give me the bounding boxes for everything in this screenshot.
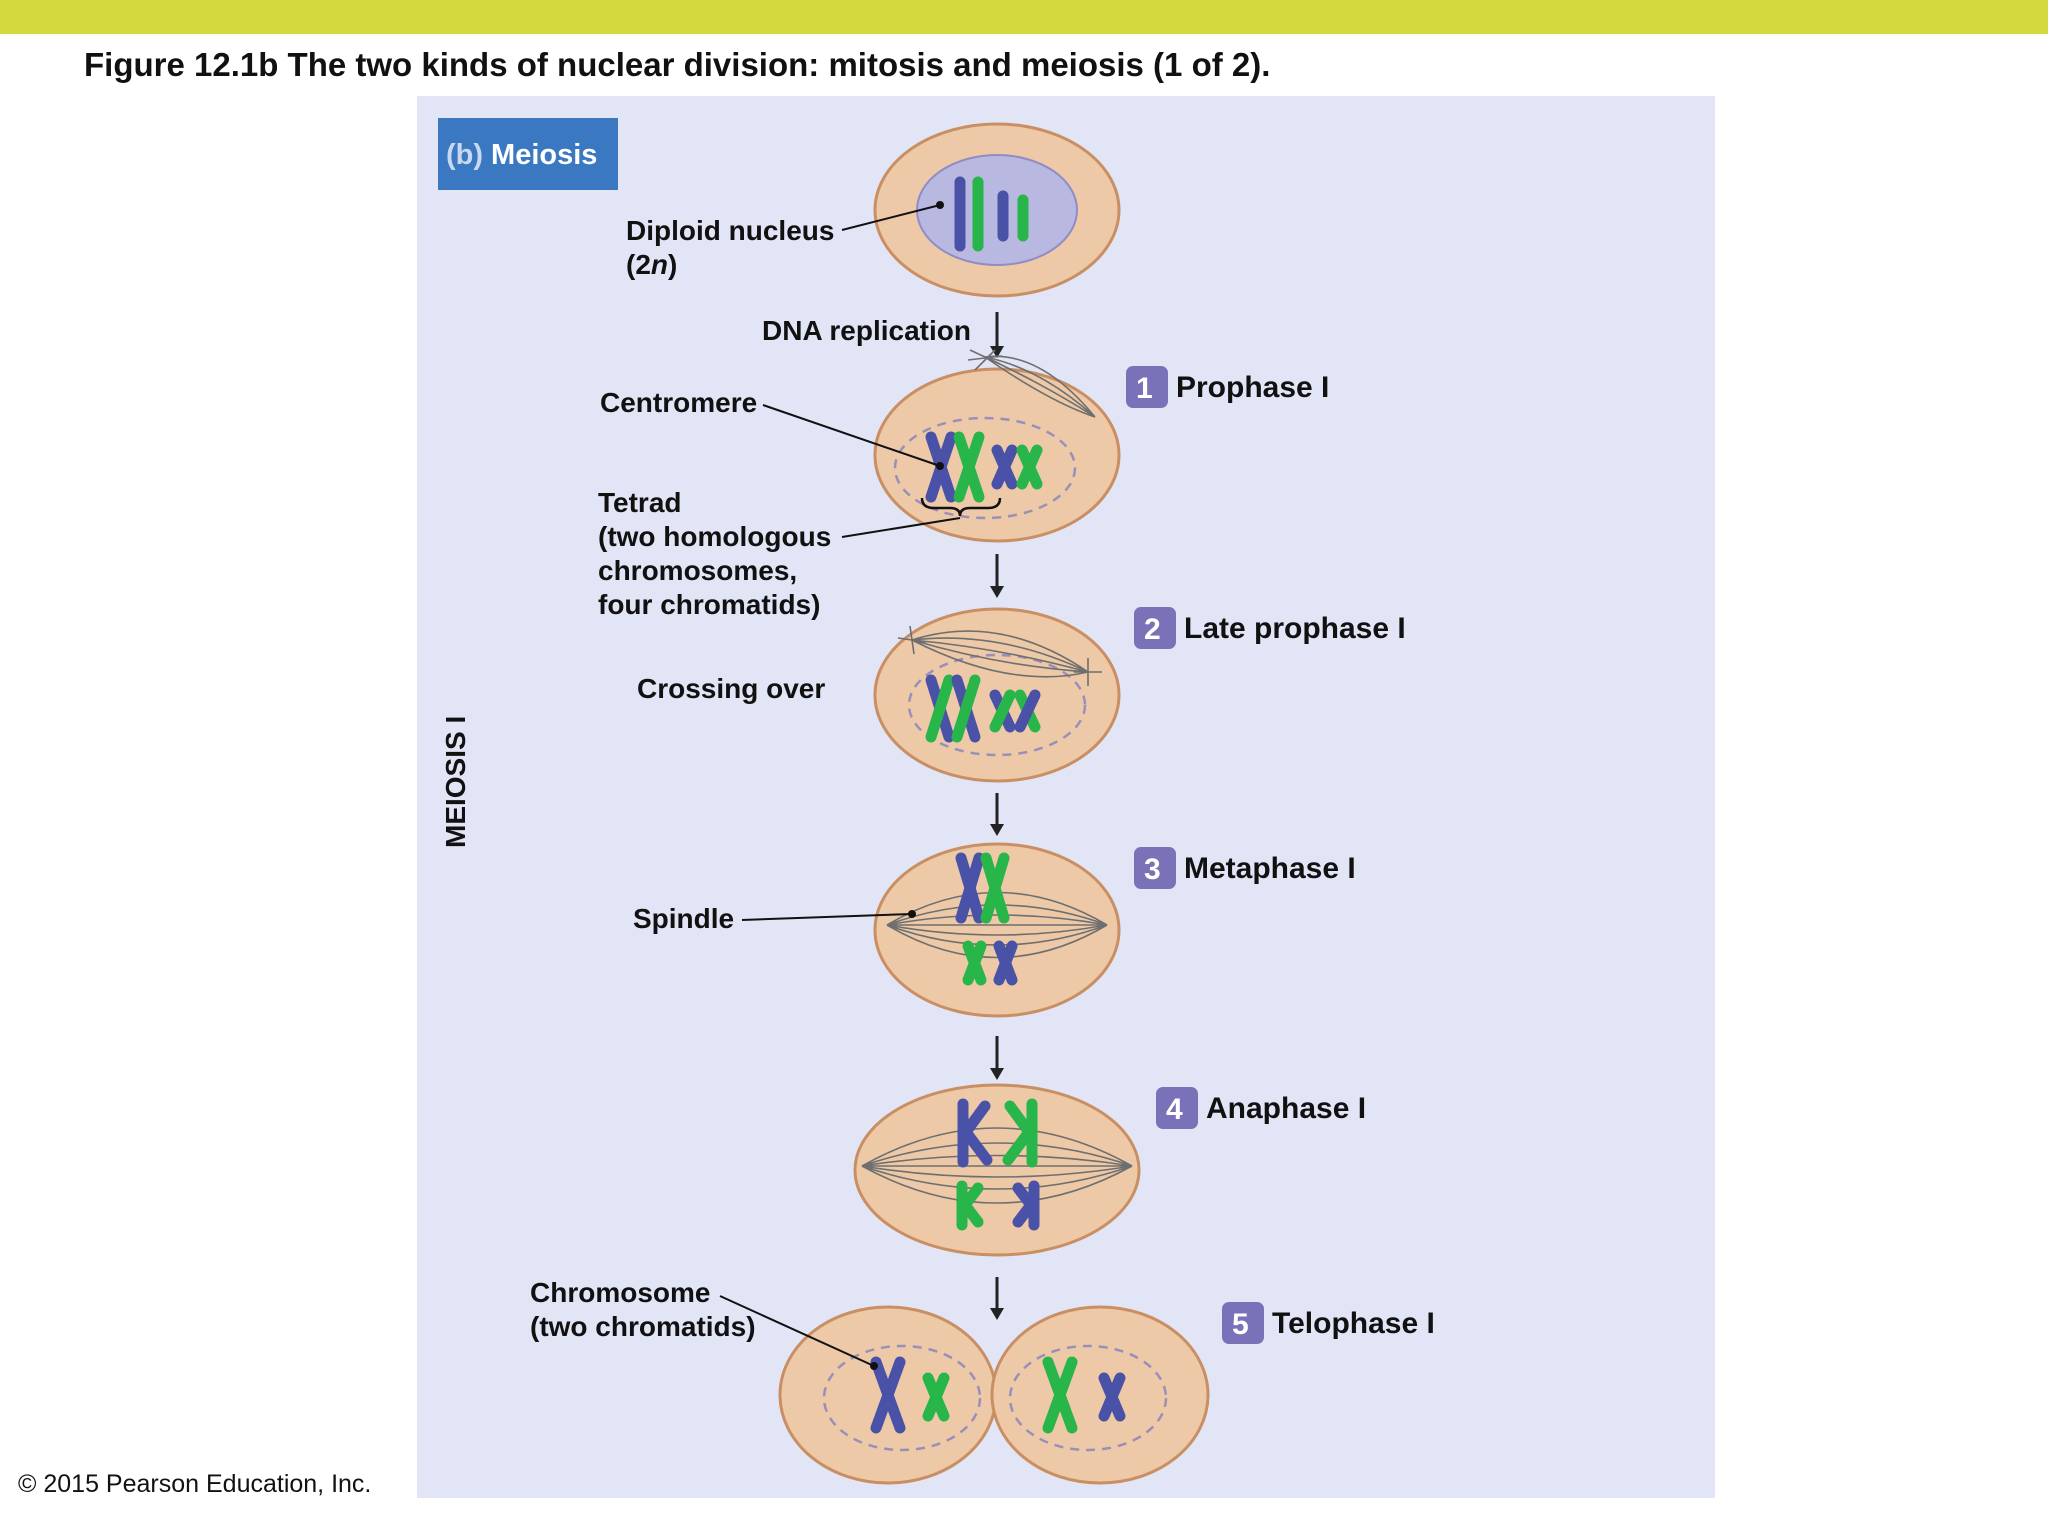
cell-late-prophase-i — [873, 607, 1121, 783]
copyright-notice: © 2015 Pearson Education, Inc. — [18, 1470, 372, 1498]
step-4-number: 4 — [1166, 1093, 1183, 1126]
tetrad-label: Tetrad (two homologous chromosomes, four… — [598, 487, 839, 620]
top-accent-bar — [0, 0, 2048, 34]
step-3-badge — [1134, 847, 1176, 889]
step-3-number: 3 — [1144, 853, 1161, 886]
cell-anaphase-i — [853, 1083, 1141, 1257]
step-1-number: 1 — [1136, 372, 1153, 405]
chromosome-dot — [870, 1362, 878, 1370]
diploid-nucleus-dot — [936, 201, 944, 209]
centromere-label: Centromere — [600, 387, 757, 418]
arrow-5 — [990, 1277, 1004, 1320]
cell-telophase-i — [778, 1305, 1210, 1485]
diploid-nucleus-label: Diploid nucleus (2n) — [626, 215, 842, 280]
step-4-label: Anaphase I — [1206, 1092, 1366, 1125]
cell-prophase-i — [873, 349, 1121, 543]
figure-title: Figure 12.1b The two kinds of nuclear di… — [84, 46, 1271, 83]
tetrad-leader — [841, 517, 961, 538]
step-5-badge — [1222, 1302, 1264, 1344]
arrow-1 — [990, 312, 1004, 358]
crossing-over-label: Crossing over — [637, 673, 825, 704]
step-4-badge — [1156, 1087, 1198, 1129]
centromere-leader — [762, 404, 941, 467]
chromosome-leader — [719, 1295, 875, 1367]
step-5-number: 5 — [1232, 1308, 1249, 1341]
meiosis-badge-text: (b)Meiosis — [446, 139, 597, 171]
spindle-leader — [741, 913, 913, 921]
arrow-2 — [990, 554, 1004, 598]
step-3-label: Metaphase I — [1184, 852, 1356, 885]
diploid-nucleus-leader — [841, 204, 941, 231]
centromere-dot — [936, 462, 944, 470]
spindle-dot — [908, 910, 916, 918]
diagram-panel — [417, 96, 1715, 1498]
step-1-badge — [1126, 366, 1168, 408]
step-5-label: Telophase I — [1272, 1307, 1435, 1340]
arrow-3 — [990, 793, 1004, 836]
step-2-label: Late prophase I — [1184, 612, 1406, 645]
spindle-label: Spindle — [633, 903, 734, 934]
step-2-badge — [1134, 607, 1176, 649]
cell-metaphase-i — [873, 842, 1121, 1018]
step-2-number: 2 — [1144, 613, 1161, 646]
meiosis-i-side-label: MEIOSIS I — [440, 716, 471, 848]
cell-interphase — [873, 122, 1121, 298]
meiosis-badge — [438, 118, 618, 190]
chromosome-label: Chromosome (two chromatids) — [530, 1277, 756, 1342]
dna-replication-label: DNA replication — [762, 315, 971, 346]
arrow-4 — [990, 1036, 1004, 1080]
step-1-label: Prophase I — [1176, 371, 1329, 404]
